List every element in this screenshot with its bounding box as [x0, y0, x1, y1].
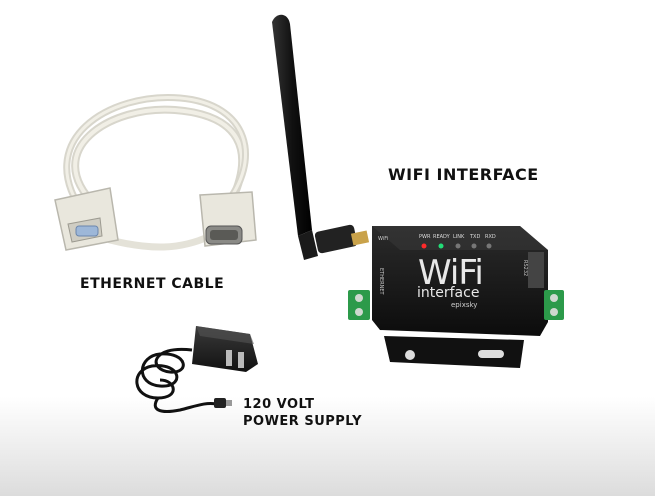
antenna-image: [272, 14, 370, 260]
led-label-rxd: RXD: [485, 234, 496, 240]
led-label-ready: READY: [433, 234, 451, 240]
ethernet-cable-label: ETHERNET CABLE: [80, 276, 225, 292]
antenna-tag: WiFi: [378, 236, 388, 242]
port-label-rs232: RS232: [522, 260, 528, 276]
power-supply-image: [135, 326, 258, 413]
led-label-link: LINK: [453, 234, 465, 240]
led-label-txd: TXD: [469, 234, 480, 240]
power-supply-label: 120 VOLT POWER SUPPLY: [243, 396, 362, 430]
wifi-interface-label: WIFI INTERFACE: [388, 165, 539, 184]
power-supply-label-line2: POWER SUPPLY: [243, 414, 362, 429]
device-logo-interface: interface: [417, 285, 479, 301]
led-label-pwr: PWR: [419, 234, 431, 240]
ethernet-cable-image: [54, 93, 257, 251]
device-logo-wifi: WiFi: [418, 253, 483, 293]
port-label-ethernet: ETHERNET: [378, 268, 384, 296]
wifi-interface-device: PWR READY LINK TXD RXD WiFi WiFi interfa…: [348, 226, 564, 368]
power-supply-label-line1: 120 VOLT: [243, 397, 315, 412]
device-brand: epixsky: [451, 301, 477, 309]
